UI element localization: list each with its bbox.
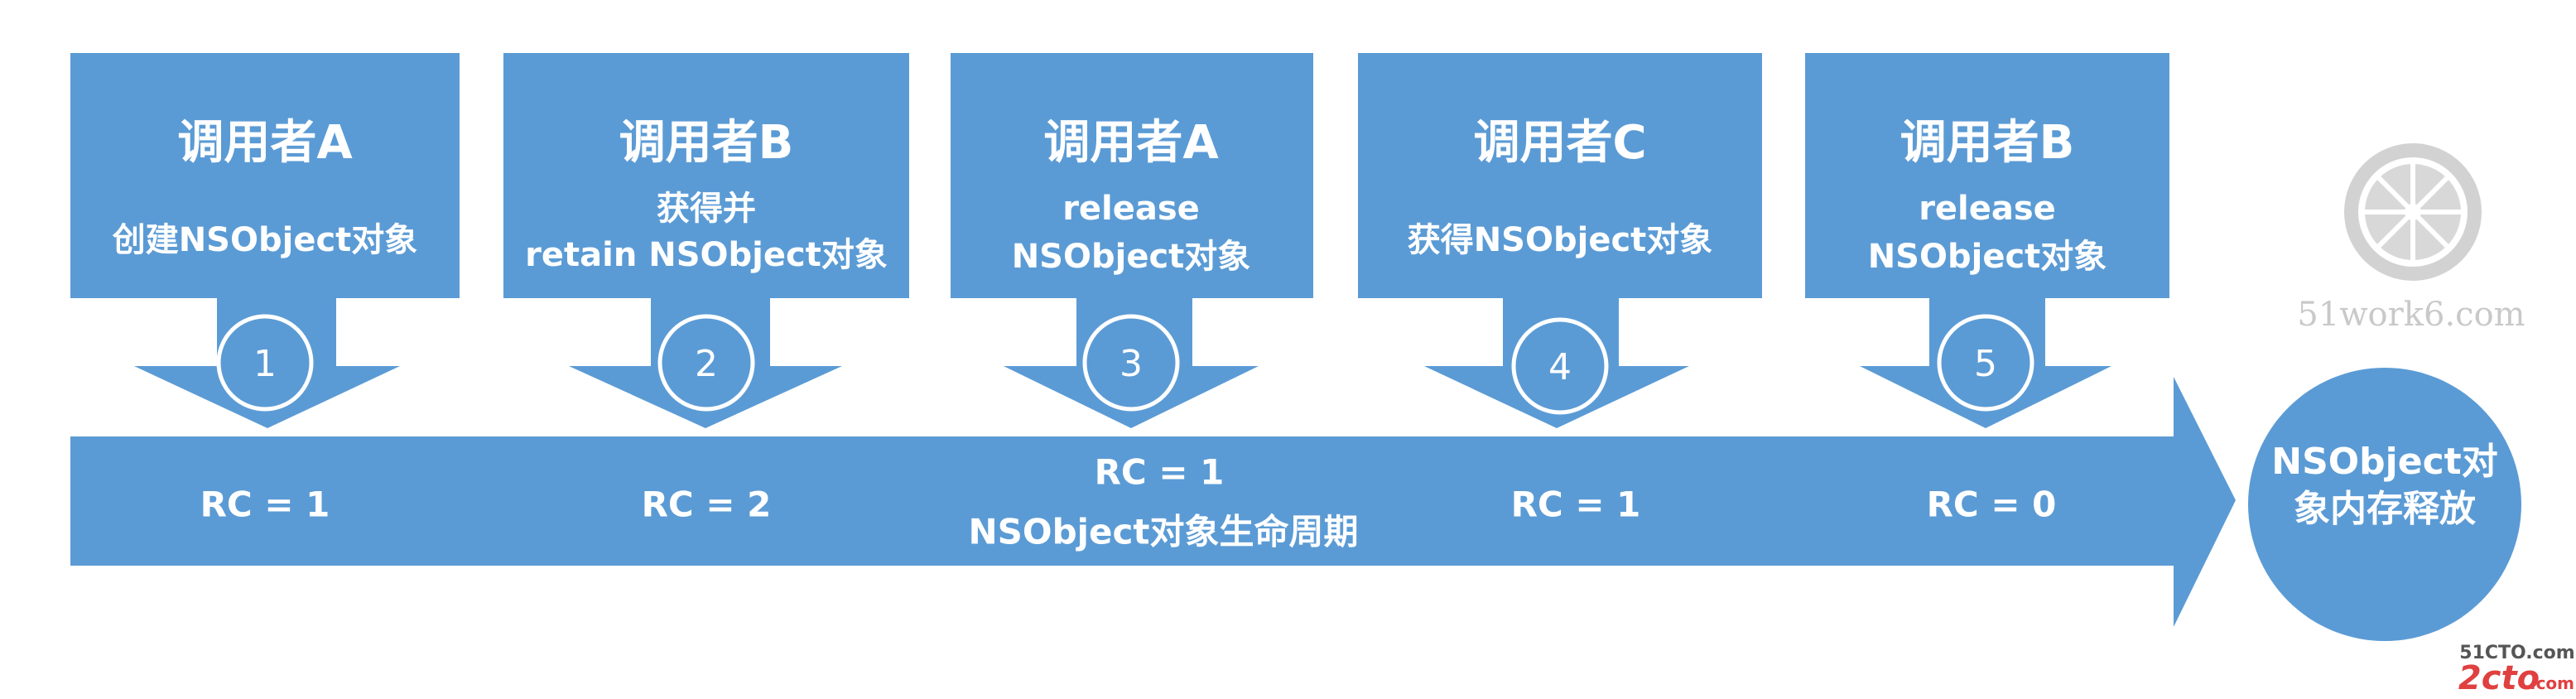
step-number-circle <box>216 314 314 412</box>
end-circle-line-1: NSObject对 <box>2271 441 2497 483</box>
lifecycle-label: NSObject对象生命周期 <box>968 512 1358 552</box>
step-number-circle <box>1082 314 1180 412</box>
rc-value: RC = 0 <box>1927 484 2057 525</box>
step-number: 2 <box>695 343 718 385</box>
step-number-circle <box>657 314 755 412</box>
rc-value: RC = 2 <box>642 484 772 525</box>
step-arrow <box>1424 298 1689 428</box>
step-number: 4 <box>1548 346 1572 388</box>
watermark-site: 51work6.com <box>2297 296 2525 334</box>
step-number-circle <box>1511 317 1609 415</box>
step-arrow <box>134 298 400 428</box>
caller-label: 调用者A <box>177 116 353 170</box>
step-box <box>1358 53 1762 298</box>
action-line-2: NSObject对象 <box>1868 238 2107 276</box>
step-5: 5 调用者B release NSObject对象 RC = 0 <box>1805 53 2169 525</box>
rc-value: RC = 1 <box>1095 452 1225 493</box>
caller-label: 调用者A <box>1043 116 1219 170</box>
step-box <box>1805 53 2169 298</box>
action-line-1: 创建NSObject对象 <box>113 221 418 259</box>
caller-label: 调用者C <box>1473 116 1646 170</box>
action-line-1: 获得并 <box>657 190 756 228</box>
corner-logo-suffix: .com <box>2530 673 2574 693</box>
step-3: 3 调用者A release NSObject对象 RC = 1 NSObjec… <box>951 53 1359 552</box>
step-4: 4 调用者C 获得NSObject对象 RC = 1 <box>1358 53 1762 525</box>
caller-label: 调用者B <box>1900 116 2075 170</box>
action-line-1: release <box>1919 190 2056 228</box>
step-number: 1 <box>253 343 277 385</box>
corner-logo: 51CTO.com 2cto .com <box>2458 643 2575 697</box>
step-arrow <box>1004 298 1259 428</box>
step-1: 1 调用者A 创建NSObject对象 RC = 1 <box>70 53 460 525</box>
step-number: 5 <box>1974 343 1997 385</box>
step-box <box>503 53 909 298</box>
step-arrow <box>1860 298 2111 428</box>
step-box <box>951 53 1313 298</box>
memory-release-circle <box>2248 368 2521 641</box>
corner-logo-bottom: 2cto <box>2458 659 2540 697</box>
step-arrow <box>569 298 842 428</box>
step-box <box>70 53 460 298</box>
step-number-circle <box>1937 314 2034 412</box>
action-line-1: release <box>1062 190 1200 228</box>
rc-value: RC = 1 <box>1511 484 1641 525</box>
action-line-2: NSObject对象 <box>1012 238 1251 276</box>
rc-value: RC = 1 <box>200 484 330 525</box>
action-line-2: retain NSObject对象 <box>525 236 888 274</box>
lemon-logo-icon <box>2344 143 2482 281</box>
caller-label: 调用者B <box>619 116 794 170</box>
lifecycle-arrow <box>70 377 2236 627</box>
end-circle-line-2: 象内存释放 <box>2294 488 2476 530</box>
corner-logo-top: 51CTO.com <box>2459 643 2574 663</box>
step-number: 3 <box>1119 343 1143 385</box>
action-line-1: 获得NSObject对象 <box>1408 221 1713 259</box>
step-2: 2 调用者B 获得并 retain NSObject对象 RC = 2 <box>503 53 909 525</box>
